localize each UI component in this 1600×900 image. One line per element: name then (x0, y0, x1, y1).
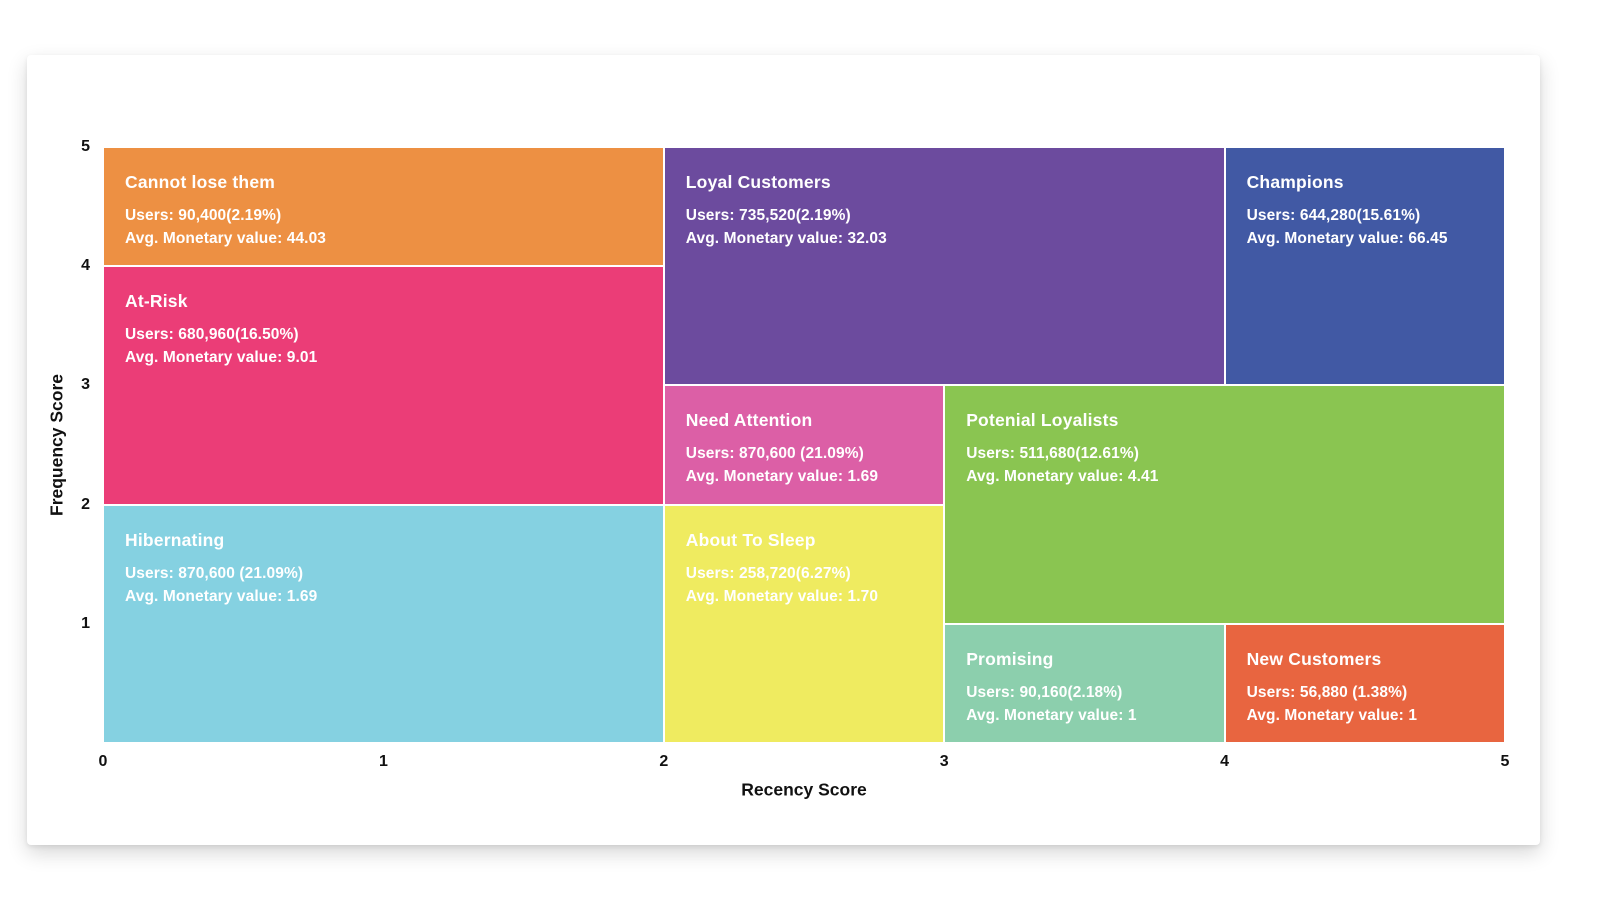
segment-users: Users: 735,520(2.19%) (685, 207, 851, 224)
segment-users: Users: 870,600 (21.09%) (685, 445, 864, 463)
segment-title: Hibernating (125, 529, 225, 550)
segment-monetary: Avg. Monetary value: 44.03 (125, 230, 327, 247)
segment-monetary: Avg. Monetary value: 9.01 (125, 349, 318, 367)
x-axis-title: Recency Score (741, 779, 867, 800)
x-axis-tick-2: 2 (659, 753, 669, 770)
y-axis-tick-4: 4 (81, 257, 90, 275)
segment-title: Champions (1246, 172, 1344, 192)
segment-users: Users: 90,400(2.19%) (125, 207, 282, 224)
x-axis-tick-3: 3 (939, 753, 949, 770)
segment-users: Users: 680,960(16.50%) (125, 326, 299, 344)
segment-users: Users: 258,720(6.27%) (685, 564, 851, 582)
segment-title: New Customers (1246, 648, 1382, 669)
y-axis-tick-1: 1 (81, 614, 90, 632)
segment-monetary: Avg. Monetary value: 1.69 (685, 468, 879, 486)
segment-monetary: Avg. Monetary value: 66.45 (1246, 230, 1448, 247)
x-axis-tick-0: 0 (98, 753, 108, 770)
y-axis-title: Frequency Score (46, 374, 67, 516)
segment-monetary: Avg. Monetary value: 1.70 (685, 587, 879, 605)
segment-monetary: Avg. Monetary value: 1 (966, 706, 1137, 724)
segment-title: Loyal Customers (685, 172, 831, 192)
x-axis-tick-1: 1 (378, 753, 388, 770)
segment-title: About To Sleep (685, 529, 816, 550)
segment-users: Users: 56,880 (1.38%) (1246, 683, 1408, 701)
segment-title: Potenial Loyalists (966, 410, 1119, 431)
x-axis-tick-4: 4 (1220, 753, 1230, 770)
y-axis-tick-2: 2 (81, 495, 90, 513)
y-axis-tick-5: 5 (81, 138, 90, 155)
segment-users: Users: 511,680(12.61%) (966, 445, 1140, 463)
segment-users: Users: 644,280(15.61%) (1246, 207, 1421, 224)
segment-monetary: Avg. Monetary value: 1.69 (125, 587, 318, 605)
segment-users: Users: 90,160(2.18%) (966, 683, 1123, 701)
y-axis-tick-3: 3 (81, 376, 90, 394)
segment-monetary: Avg. Monetary value: 4.41 (966, 468, 1159, 486)
x-axis-tick-5: 5 (1500, 753, 1510, 770)
chart-card: Frequency Score Recency Score Cannot los… (27, 55, 1540, 845)
segment-monetary: Avg. Monetary value: 1 (1246, 706, 1418, 724)
segment-title: Cannot lose them (125, 172, 276, 192)
segment-title: Promising (966, 648, 1054, 669)
segment-title: Need Attention (685, 410, 813, 431)
segment-monetary: Avg. Monetary value: 32.03 (685, 230, 887, 247)
segment-title: At-Risk (125, 291, 188, 312)
segment-users: Users: 870,600 (21.09%) (125, 564, 304, 582)
